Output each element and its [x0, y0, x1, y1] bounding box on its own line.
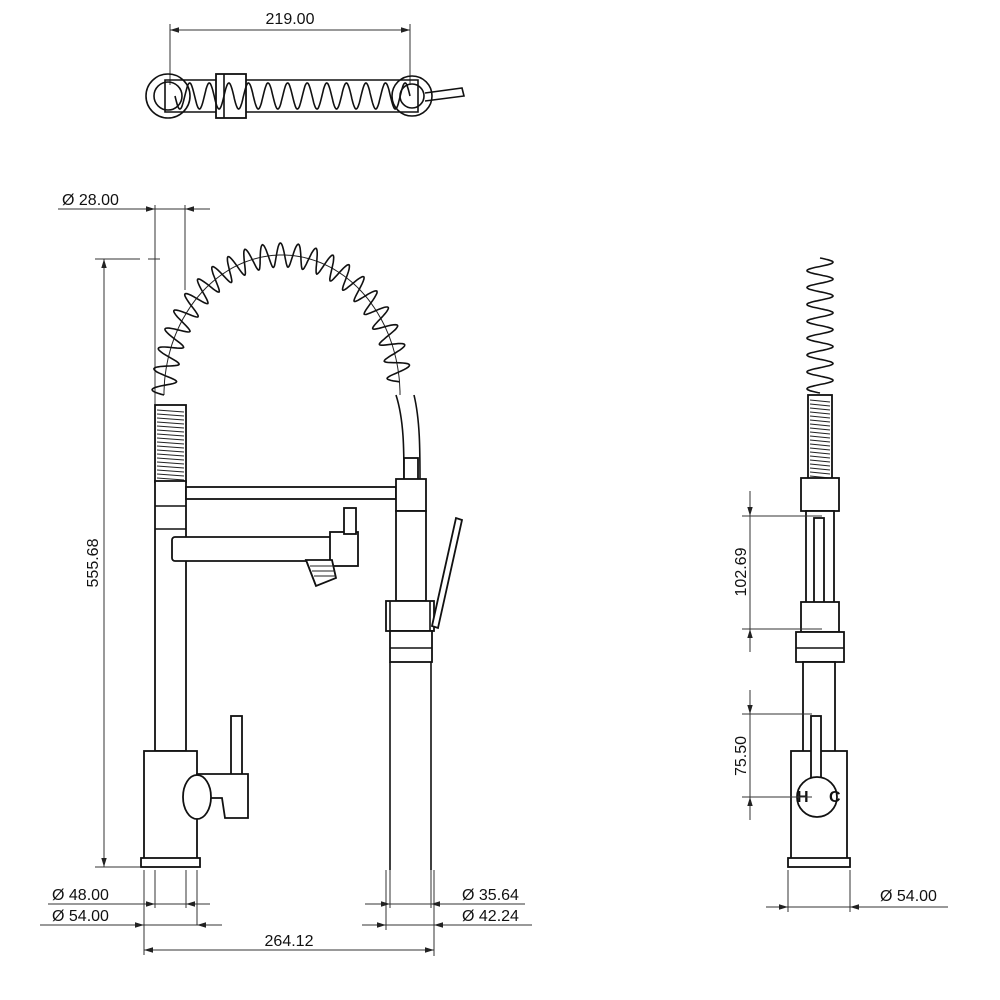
front-view: Ø 28.00 555.68 — [40, 192, 532, 956]
dim-height: 555.68 — [85, 538, 102, 587]
side-view: H C 102.69 75.50 Ø 54.00 — [733, 257, 948, 912]
dim-handle-length: 102.69 — [733, 547, 750, 596]
dim-top-width: 219.00 — [266, 11, 315, 28]
dim-spout-outer-diameter: Ø 42.24 — [462, 908, 519, 925]
dim-pipe-diameter: Ø 28.00 — [62, 192, 119, 209]
dim-reach: 264.12 — [265, 933, 314, 950]
dim-spout-inner-diameter: Ø 35.64 — [462, 887, 519, 904]
dim-side-base-diameter: Ø 54.00 — [880, 888, 937, 905]
dim-lever-height: 75.50 — [733, 736, 750, 776]
top-view: 219.00 — [145, 11, 465, 119]
dim-base-inner-diameter: Ø 48.00 — [52, 887, 109, 904]
cold-marker: C — [829, 789, 841, 806]
dim-base-outer-diameter: Ø 54.00 — [52, 908, 109, 925]
